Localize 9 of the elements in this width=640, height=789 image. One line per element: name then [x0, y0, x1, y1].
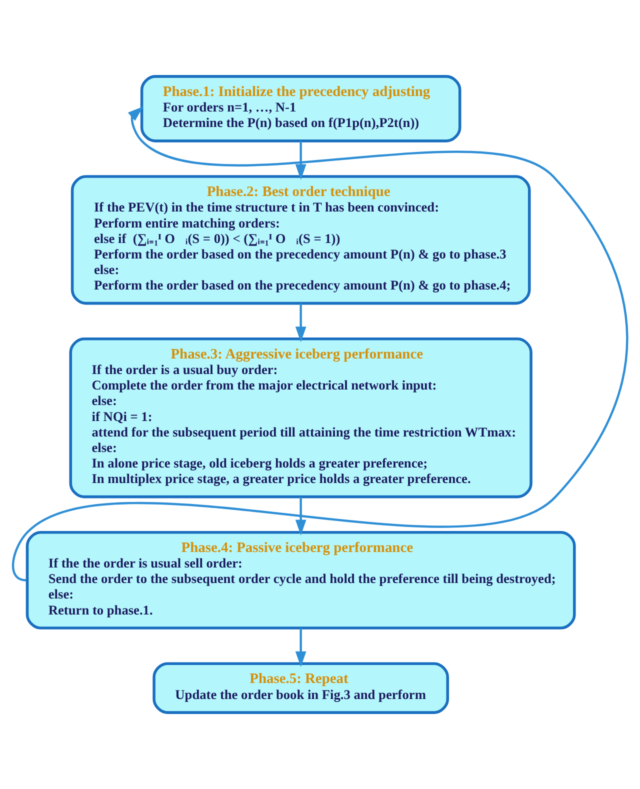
arrow: [295, 628, 306, 667]
node-box: Phase.5: Repeat Update the order book in Fig.3 and perform: [152, 662, 449, 714]
node-box: Phase.3: Aggressive iceberg performance If the order is a usual buy order: Complete the order from the major electrical network input: else: if NQi = 1: attend for the subsequent period till attaining the time restriction WTmax: else: In alone price stage, old iceberg holds a greater preference; In multiplex price stage, a greater price holds a greater preference.: [69, 338, 532, 498]
arrow: [295, 141, 306, 180]
node-box: Phase.1: Initialize the precedency adjusting For orders n=1, …, N-1 Determine the P(n) based on f(P1p(n),P2t(n)): [140, 75, 462, 142]
node-box: Phase.4: Passive iceberg performance If the the order is usual sell order: Send the order to the subsequent order cycle and hold the preference till being destroyed; else: Return to phase.1.: [26, 531, 576, 630]
arrow: [295, 303, 306, 342]
arrow: [295, 497, 306, 536]
node-box: Phase.2: Best order technique If the PEV(t) in the time structure t in T has been convinced: Perform entire matching orders: else if (∑ᵢ₌₁ᴵ O⃗ᵢ(S = 0)) < (∑ᵢ₌₁ᴵ O⃗ᵢ(S = 1)) Perform the order based on the precedency amount P(n) & go to phase.3 else: Perform the order based on the precedency amount P(n) & go to phase.4;: [70, 175, 531, 305]
